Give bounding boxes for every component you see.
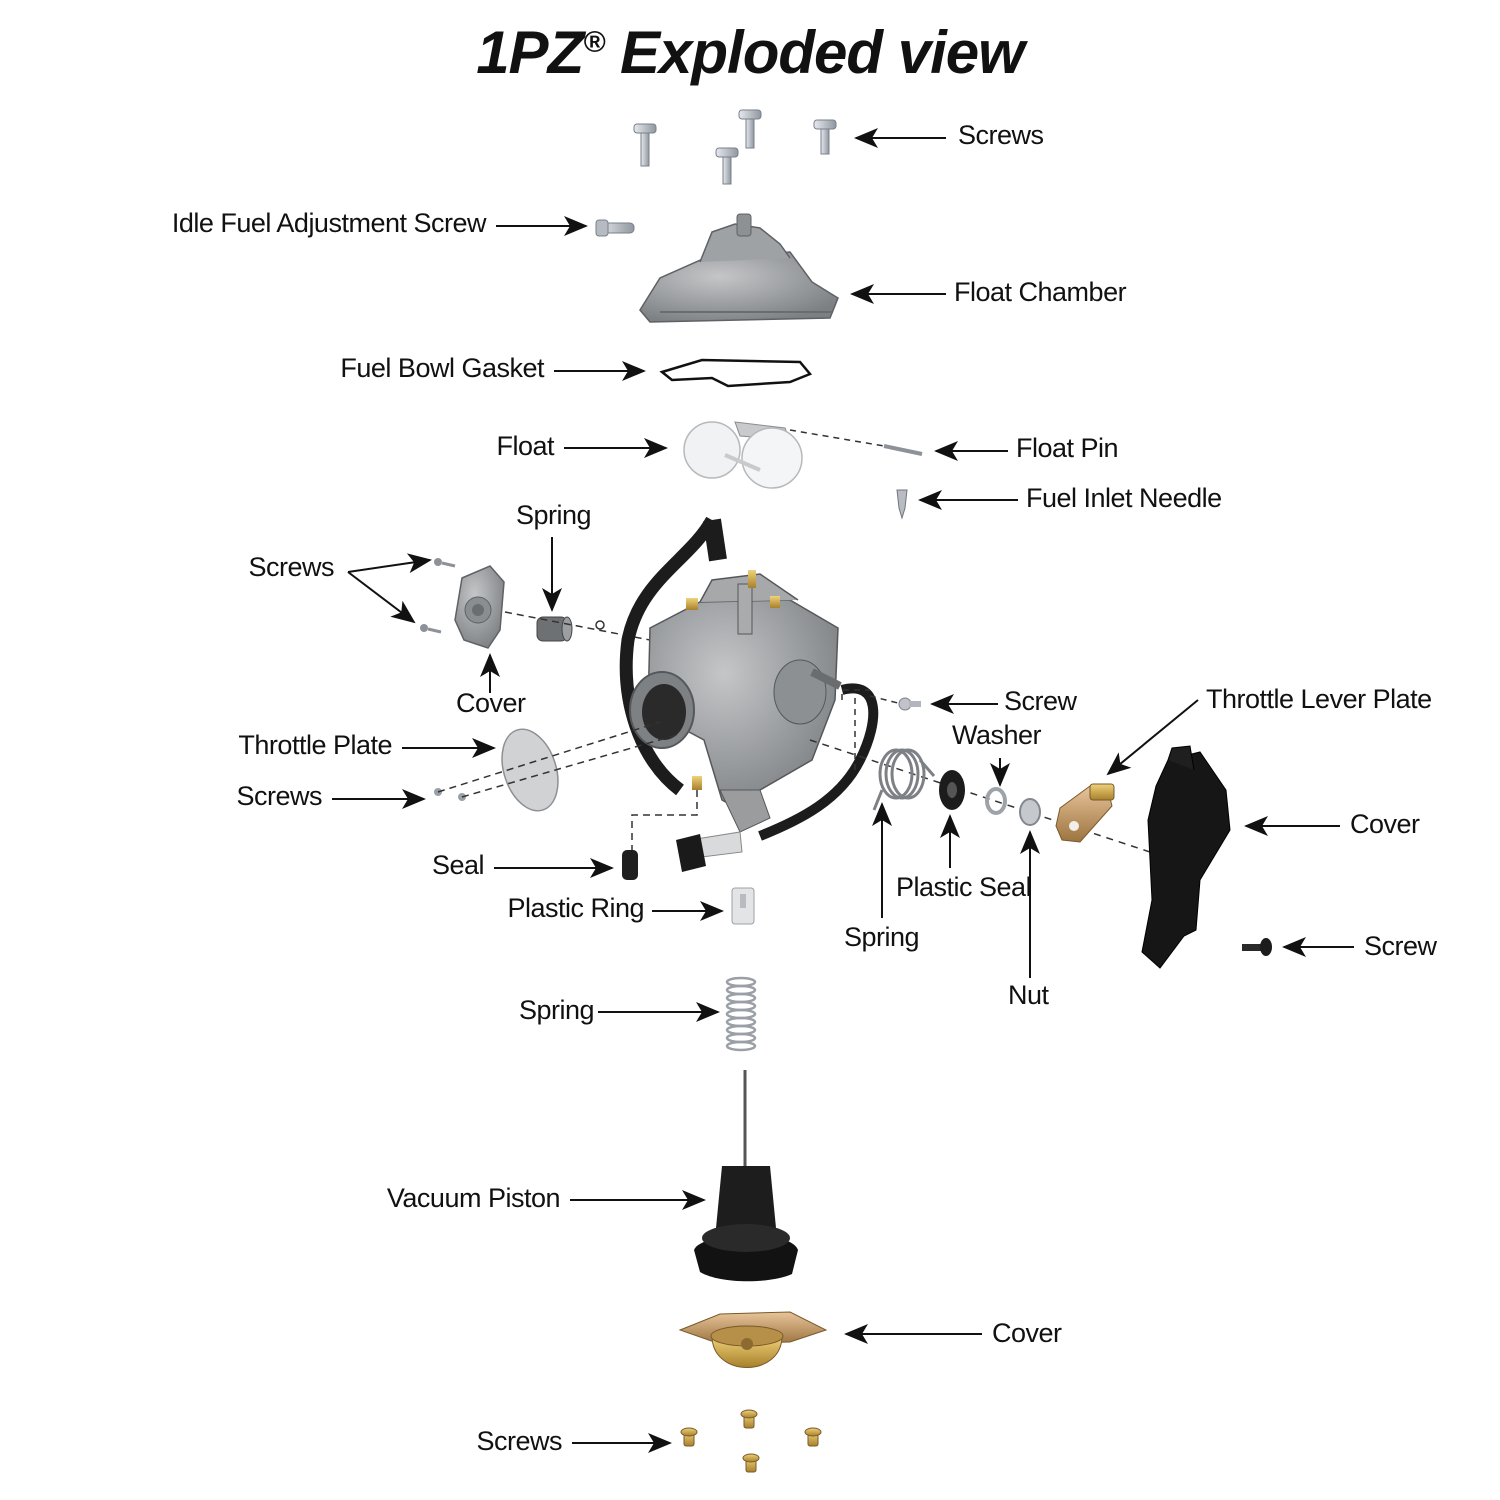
- leader-arrows: [332, 128, 1354, 1453]
- plastic-ring-part: [731, 887, 755, 925]
- label-screws-top: Screws: [958, 120, 1044, 150]
- registered-mark: ®: [583, 26, 605, 59]
- label-vacuum-piston: Vacuum Piston: [386, 1183, 561, 1213]
- gasket-part: [659, 358, 813, 388]
- label-screws-throttle: Screws: [236, 781, 322, 811]
- throttle-plate-part: [501, 728, 559, 812]
- float-chamber-part: [639, 213, 839, 323]
- label-screws-bottom: Screws: [476, 1426, 562, 1456]
- label-cover-bottom: Cover: [992, 1318, 1062, 1348]
- right-screw-part: [898, 697, 921, 711]
- bottom-cover-part: [678, 1311, 828, 1368]
- label-throttle-plate: Throttle Plate: [238, 730, 392, 760]
- plastic-seal-part: [939, 770, 965, 810]
- nut-part: [1019, 798, 1041, 826]
- carburetor-body: [619, 516, 879, 872]
- label-float-pin: Float Pin: [1016, 433, 1119, 463]
- throttle-screws-part: [434, 788, 466, 801]
- label-spring-top: Spring: [516, 500, 592, 530]
- seal-part: [622, 850, 638, 880]
- vacuum-piston-part: [694, 1070, 798, 1282]
- label-spring-right: Spring: [844, 922, 920, 952]
- throttle-lever-plate-part: [1055, 783, 1115, 843]
- small-spring-part: [536, 616, 573, 642]
- right-cover-part: [1141, 745, 1231, 969]
- label-screw-cover: Screw: [1364, 931, 1437, 961]
- label-seal: Seal: [431, 850, 485, 880]
- label-float: Float: [496, 431, 554, 461]
- label-screw-right: Screw: [1004, 686, 1077, 716]
- label-washer: Washer: [952, 720, 1042, 750]
- title-text: Exploded view: [620, 19, 1025, 86]
- label-float-chamber: Float Chamber: [954, 277, 1127, 307]
- float-pin-part: [883, 444, 923, 456]
- label-plastic-ring: Plastic Ring: [507, 893, 644, 923]
- top-screws: [633, 109, 837, 185]
- label-fuel-bowl-gasket: Fuel Bowl Gasket: [340, 353, 544, 383]
- label-spring-bottom: Spring: [518, 995, 595, 1025]
- label-screws-left: Screws: [248, 552, 334, 582]
- page-title: 1PZ® Exploded view: [0, 18, 1500, 87]
- label-nut: Nut: [1008, 980, 1049, 1010]
- title-model: 1PZ: [476, 19, 584, 86]
- float-part: [683, 421, 803, 489]
- washer-part: [985, 787, 1007, 815]
- label-idle-fuel-adjustment-screw: Idle Fuel Adjustment Screw: [171, 208, 487, 238]
- label-cover-right: Cover: [1350, 809, 1420, 839]
- label-fuel-inlet-needle: Fuel Inlet Needle: [1026, 483, 1222, 513]
- torsion-spring-part: [872, 748, 936, 811]
- bottom-spring-part: [725, 976, 757, 1052]
- idle-screw-part: [595, 219, 635, 237]
- label-plastic-seal: Plastic Seal: [896, 872, 1032, 902]
- label-throttle-lever-plate: Throttle Lever Plate: [1206, 684, 1432, 714]
- inlet-needle-part: [896, 489, 908, 520]
- bottom-screws-part: [680, 1409, 822, 1473]
- label-cover-left: Cover: [456, 688, 526, 718]
- cover-screw-part: [1242, 938, 1272, 956]
- left-cover-part: [420, 558, 505, 649]
